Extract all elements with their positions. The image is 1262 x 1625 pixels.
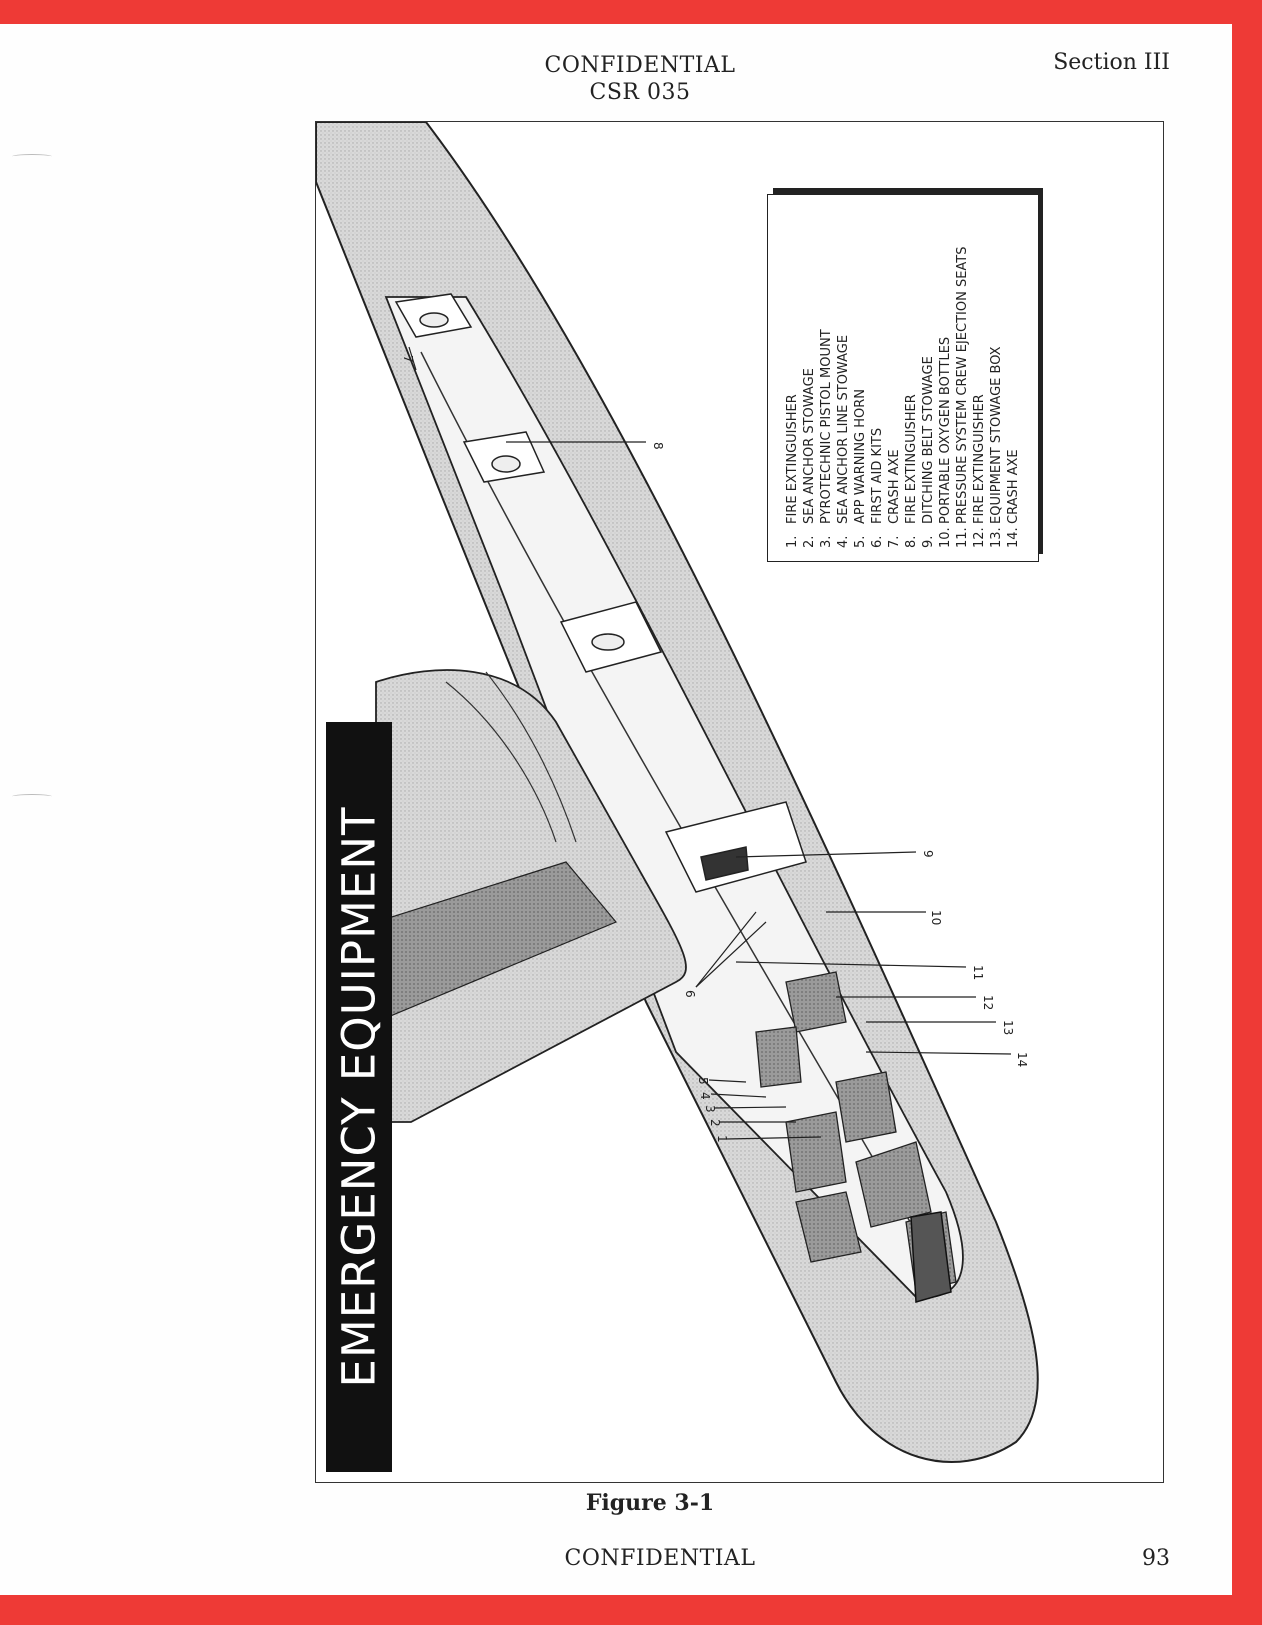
document-id: CSR 035 xyxy=(589,80,691,105)
callout-1: 1 xyxy=(715,1135,729,1143)
legend-item: 4. SEA ANCHOR LINE STOWAGE xyxy=(835,208,852,548)
figure-caption: Figure 3-1 xyxy=(585,1490,715,1516)
legend-number: 7. xyxy=(887,535,902,548)
section-label: Section III xyxy=(1053,50,1170,75)
legend-number: 4. xyxy=(836,535,851,548)
legend-label: SEA ANCHOR STOWAGE xyxy=(802,368,817,524)
legend-number: 12. xyxy=(972,527,987,548)
callout-13: 13 xyxy=(1001,1020,1015,1035)
legend-list: 1. FIRE EXTINGUISHER 2. SEA ANCHOR STOWAGE… xyxy=(784,208,1022,549)
scan-mark xyxy=(12,794,52,799)
callout-10: 10 xyxy=(929,910,943,925)
callout-11: 11 xyxy=(971,965,985,980)
callout-6: 6 xyxy=(683,990,697,998)
figure-title-bar xyxy=(326,722,392,1472)
legend-number: 1. xyxy=(785,535,800,548)
callout-3: 3 xyxy=(703,1105,717,1113)
figure-title: EMERGENCY EQUIPMENT xyxy=(332,806,386,1388)
legend-item: 10. PORTABLE OXYGEN BOTTLES xyxy=(937,208,954,548)
legend-label: DITCHING BELT STOWAGE xyxy=(921,356,936,524)
legend-item: 11. PRESSURE SYSTEM CREW EJECTION SEATS xyxy=(954,208,971,549)
legend-item: 6. FIRST AID KITS xyxy=(869,208,886,548)
crew-stations xyxy=(755,971,957,1293)
legend-number: 10. xyxy=(938,527,953,548)
aircraft-cutaway-illustration: 7 8 9 10 6 11 12 13 14 5 4 3 2 1 xyxy=(316,122,1039,1463)
legend-number: 11. xyxy=(955,527,970,548)
classification-header: CONFIDENTIAL xyxy=(544,53,736,78)
legend-label: EQUIPMENT STOWAGE BOX xyxy=(989,346,1004,524)
legend-item: 1. FIRE EXTINGUISHER xyxy=(784,208,801,548)
callout-4: 4 xyxy=(698,1092,712,1100)
legend-label: FIRE EXTINGUISHER xyxy=(785,394,800,524)
legend-number: 3. xyxy=(819,535,834,548)
callout-9: 9 xyxy=(921,850,935,858)
legend-item: 9. DITCHING BELT STOWAGE xyxy=(920,208,937,548)
legend-number: 2. xyxy=(802,535,817,548)
callout-14: 14 xyxy=(1015,1052,1029,1067)
legend-number: 8. xyxy=(904,535,919,548)
callout-2: 2 xyxy=(708,1119,722,1127)
legend-item: 2. SEA ANCHOR STOWAGE xyxy=(801,208,818,548)
figure-frame: 7 8 9 10 6 11 12 13 14 5 4 3 2 1 EMERGEN… xyxy=(315,121,1164,1483)
page-header: CONFIDENTIAL CSR 035 xyxy=(500,52,780,106)
legend-label: CRASH AXE xyxy=(887,449,902,524)
legend-number: 6. xyxy=(870,535,885,548)
equipment-legend: 1. FIRE EXTINGUISHER 2. SEA ANCHOR STOWAGE… xyxy=(767,194,1039,562)
legend-number: 9. xyxy=(921,535,936,548)
page-border-right xyxy=(1232,0,1262,1625)
legend-label: SEA ANCHOR LINE STOWAGE xyxy=(836,334,851,524)
page-number: 93 xyxy=(1142,1546,1170,1571)
legend-item: 7. CRASH AXE xyxy=(886,208,903,548)
legend-label: PYROTECHNIC PISTOL MOUNT xyxy=(819,329,834,524)
legend-number: 13. xyxy=(989,527,1004,548)
cabin-interior xyxy=(384,296,964,1299)
legend-label: PORTABLE OXYGEN BOTTLES xyxy=(938,336,953,524)
legend-label: FIRE EXTINGUISHER xyxy=(972,394,987,524)
legend-label: CRASH AXE xyxy=(1006,449,1021,524)
callout-5: 5 xyxy=(696,1077,710,1085)
classification-footer: CONFIDENTIAL xyxy=(564,1546,756,1571)
callout-8: 8 xyxy=(651,442,665,450)
legend-item: 3. PYROTECHNIC PISTOL MOUNT xyxy=(818,208,835,548)
nose-window xyxy=(910,1211,952,1303)
legend-item: 13. EQUIPMENT STOWAGE BOX xyxy=(988,208,1005,548)
legend-label: PRESSURE SYSTEM CREW EJECTION SEATS xyxy=(955,246,970,525)
page-border-top xyxy=(0,0,1262,24)
legend-number: 14. xyxy=(1006,527,1021,548)
scan-mark xyxy=(12,154,52,159)
legend-item: 12. FIRE EXTINGUISHER xyxy=(971,208,988,548)
legend-label: FIRE EXTINGUISHER xyxy=(904,394,919,524)
legend-item: 14. CRASH AXE xyxy=(1005,208,1022,548)
legend-item: 5. APP WARNING HORN xyxy=(852,208,869,548)
stowage-compartments xyxy=(394,293,807,893)
legend-item: 8. FIRE EXTINGUISHER xyxy=(903,208,920,548)
page-border-bottom xyxy=(0,1595,1262,1625)
callout-12: 12 xyxy=(981,995,995,1010)
legend-number: 5. xyxy=(853,535,868,548)
legend-label: APP WARNING HORN xyxy=(853,388,868,524)
callout-7: 7 xyxy=(401,355,415,363)
legend-label: FIRST AID KITS xyxy=(870,427,885,524)
